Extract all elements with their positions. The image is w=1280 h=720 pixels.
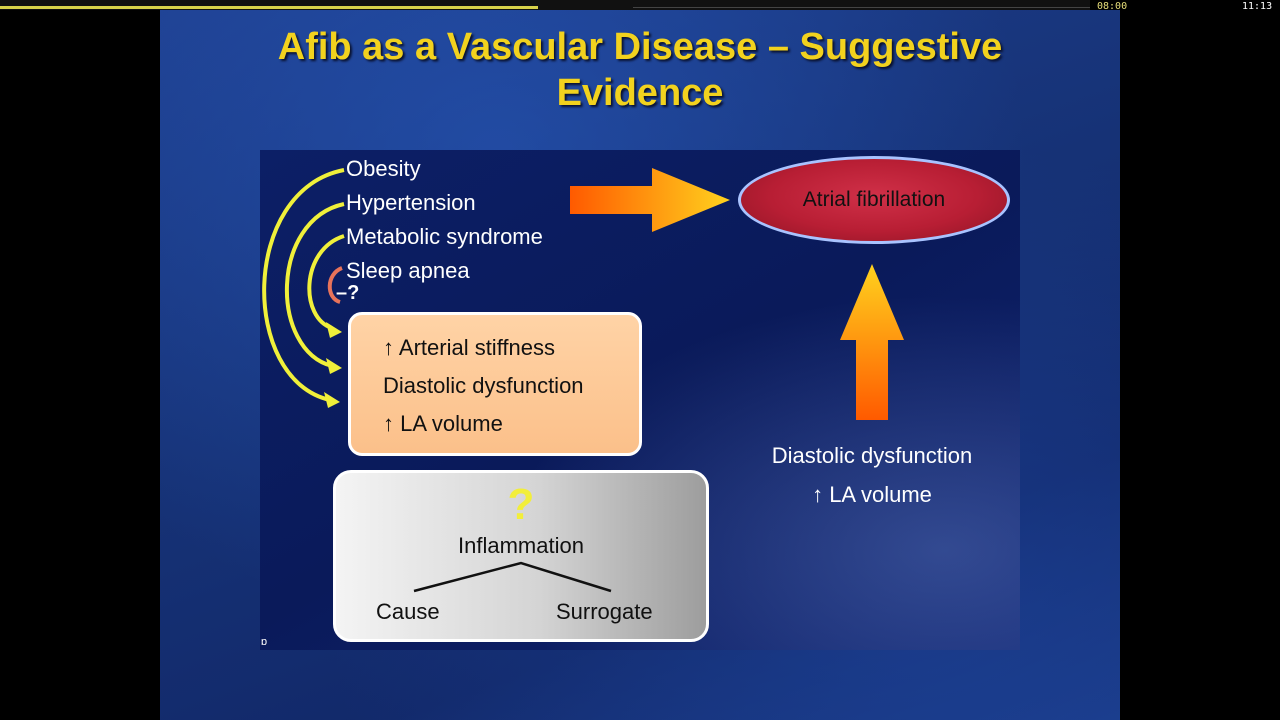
sleep-apnea-note: –? <box>336 282 360 304</box>
horizontal-arrow <box>570 168 730 232</box>
curved-arrow-metabolic-head <box>326 322 342 338</box>
diagram-panel: Obesity Hypertension Metabolic syndrome … <box>260 150 1020 650</box>
curved-arrow-metabolic <box>307 234 345 330</box>
vertical-arrow <box>840 264 904 420</box>
progress-fill <box>0 6 539 9</box>
surrogate-label: Surrogate <box>556 599 653 624</box>
curved-arrow-hypertension <box>284 202 345 368</box>
atrial-fibrillation-label: Atrial fibrillation <box>802 188 946 211</box>
right-la-volume: ↑ LA volume <box>812 482 932 507</box>
right-diastolic-dysfunction: Diastolic dysfunction <box>771 443 973 468</box>
current-time: 08:00 <box>1097 1 1128 12</box>
curved-arrow-obesity-head <box>324 392 340 408</box>
la-volume-text: ↑ LA volume <box>383 411 503 436</box>
slide-title: Afib as a Vascular Disease – Suggestive … <box>277 26 1003 114</box>
progress-remaining <box>633 7 1090 8</box>
curved-arrow-apnea <box>327 266 343 304</box>
total-duration: 11:13 <box>1242 1 1273 12</box>
risk-factor-hypertension: Hypertension <box>346 190 476 215</box>
curved-arrow-obesity <box>262 168 345 402</box>
cause-label: Cause <box>376 599 440 624</box>
progress-bar[interactable] <box>0 0 1090 10</box>
presentation-slide: Afib as a Vascular Disease – Suggestive … <box>160 10 1120 720</box>
risk-factor-obesity: Obesity <box>346 156 421 181</box>
risk-factor-metabolic-syndrome: Metabolic syndrome <box>346 224 543 249</box>
diagram-arrows <box>262 168 904 420</box>
curved-arrow-hypertension-head <box>326 358 342 374</box>
question-mark: ? <box>507 480 535 529</box>
diastolic-dysfunction-text: Diastolic dysfunction <box>383 373 584 398</box>
inflammation-branch-lines <box>413 561 612 593</box>
inflammation-label: Inflammation <box>458 533 584 558</box>
vascular-effects-box: ↑ Arterial stiffness Diastolic dysfuncti… <box>348 312 642 456</box>
atrial-fibrillation-ellipse: Atrial fibrillation <box>738 156 1010 244</box>
arterial-stiffness-text: ↑ Arterial stiffness <box>383 335 555 360</box>
risk-factor-sleep-apnea: Sleep apnea <box>346 258 470 283</box>
inflammation-box: ? Inflammation Cause Surrogate <box>333 470 709 642</box>
slide-number: ɒ <box>261 636 268 648</box>
